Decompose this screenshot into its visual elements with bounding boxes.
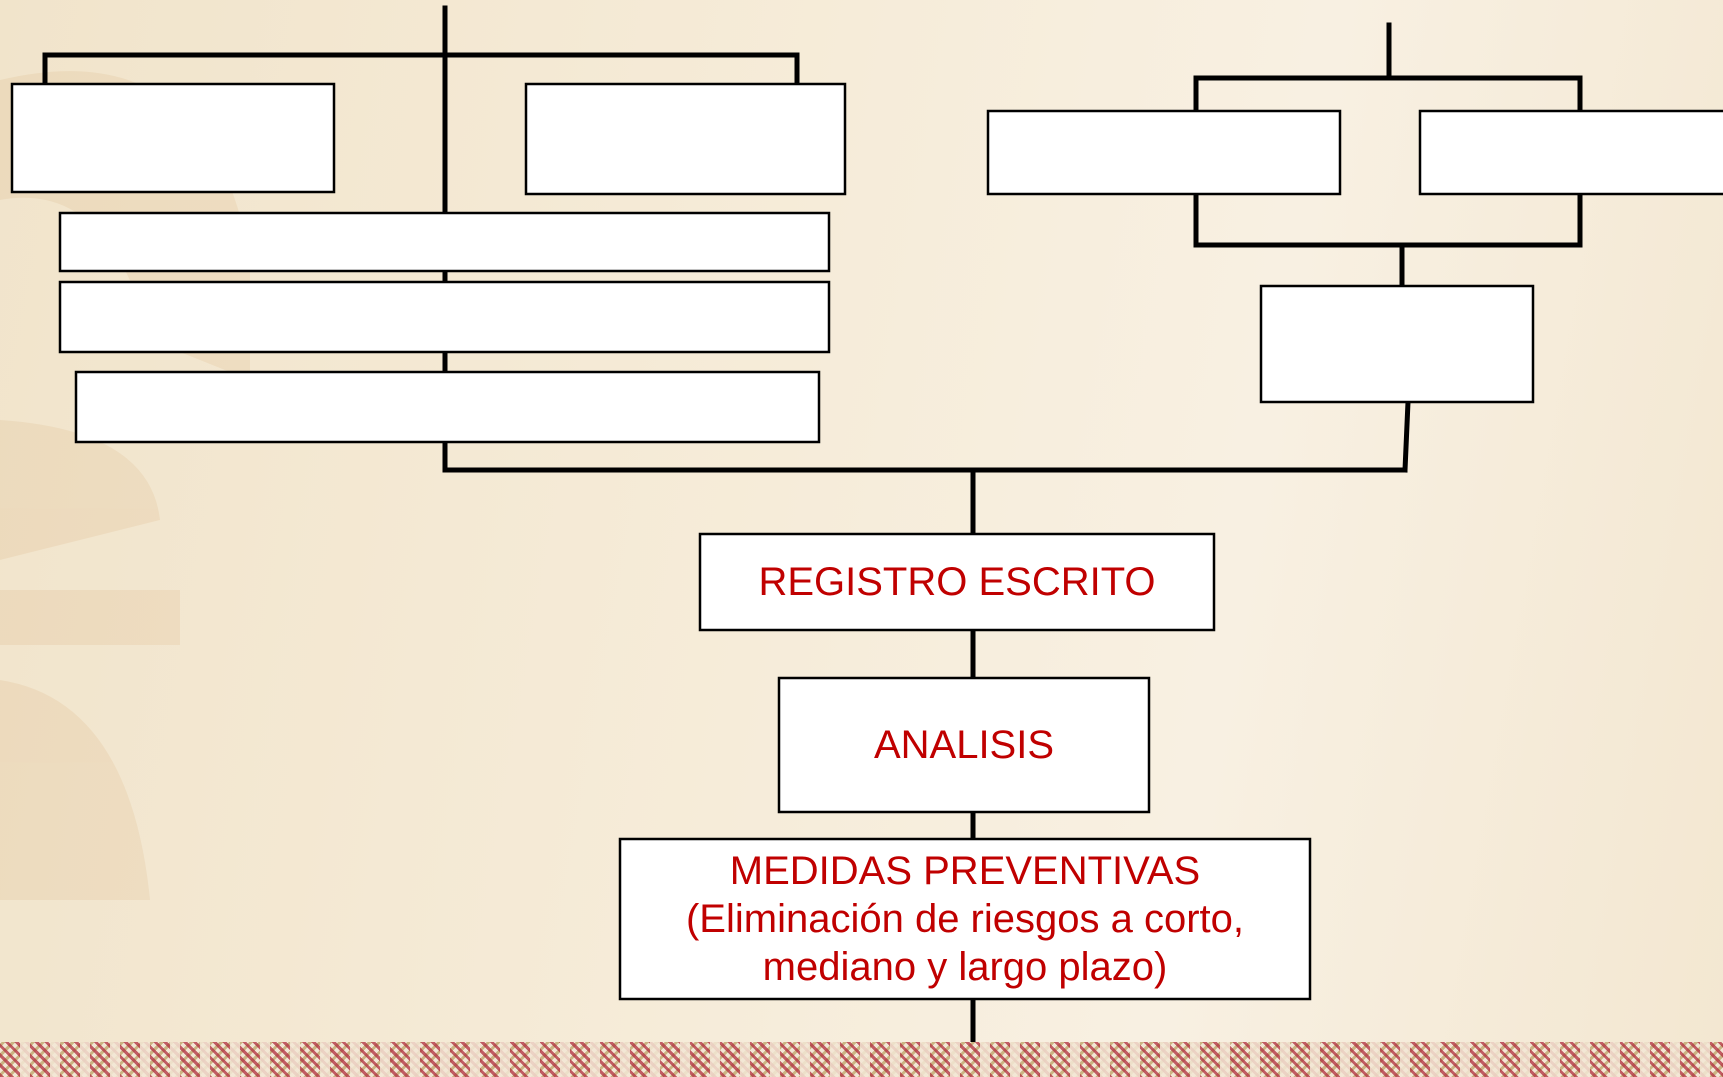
empty-box-left-wide-3 bbox=[74, 370, 821, 444]
analisis-label: ANALISIS bbox=[779, 678, 1149, 812]
medidas-preventivas-label: MEDIDAS PREVENTIVAS (Eliminación de ries… bbox=[620, 839, 1310, 999]
analisis-box bbox=[777, 676, 1151, 814]
registro-escrito-box bbox=[698, 532, 1216, 632]
empty-box-left-top-1 bbox=[10, 82, 336, 194]
empty-box-right-top-1 bbox=[986, 109, 1342, 196]
empty-box-right-middle bbox=[1259, 284, 1535, 404]
right-box-down-connector bbox=[1402, 399, 1411, 473]
medidas-preventivas-title: MEDIDAS PREVENTIVAS bbox=[729, 849, 1201, 893]
empty-box-left-top-2 bbox=[524, 82, 847, 196]
background-logo-watermark bbox=[0, 71, 250, 900]
medidas-preventivas-detail-2: mediano y largo plazo) bbox=[762, 945, 1168, 989]
empty-box-left-wide-2 bbox=[58, 280, 831, 354]
empty-box-right-top-2 bbox=[1418, 109, 1723, 196]
empty-box-left-wide-1 bbox=[58, 211, 831, 273]
analisis-text: ANALISIS bbox=[873, 723, 1055, 767]
decorative-cross-stitch-border bbox=[0, 1042, 1723, 1077]
medidas-preventivas-detail-1: (Eliminación de riesgos a corto, bbox=[685, 897, 1245, 941]
medidas-preventivas-box bbox=[618, 837, 1312, 1001]
registro-escrito-text: REGISTRO ESCRITO bbox=[758, 560, 1156, 604]
registro-escrito-label: REGISTRO ESCRITO bbox=[700, 534, 1214, 630]
